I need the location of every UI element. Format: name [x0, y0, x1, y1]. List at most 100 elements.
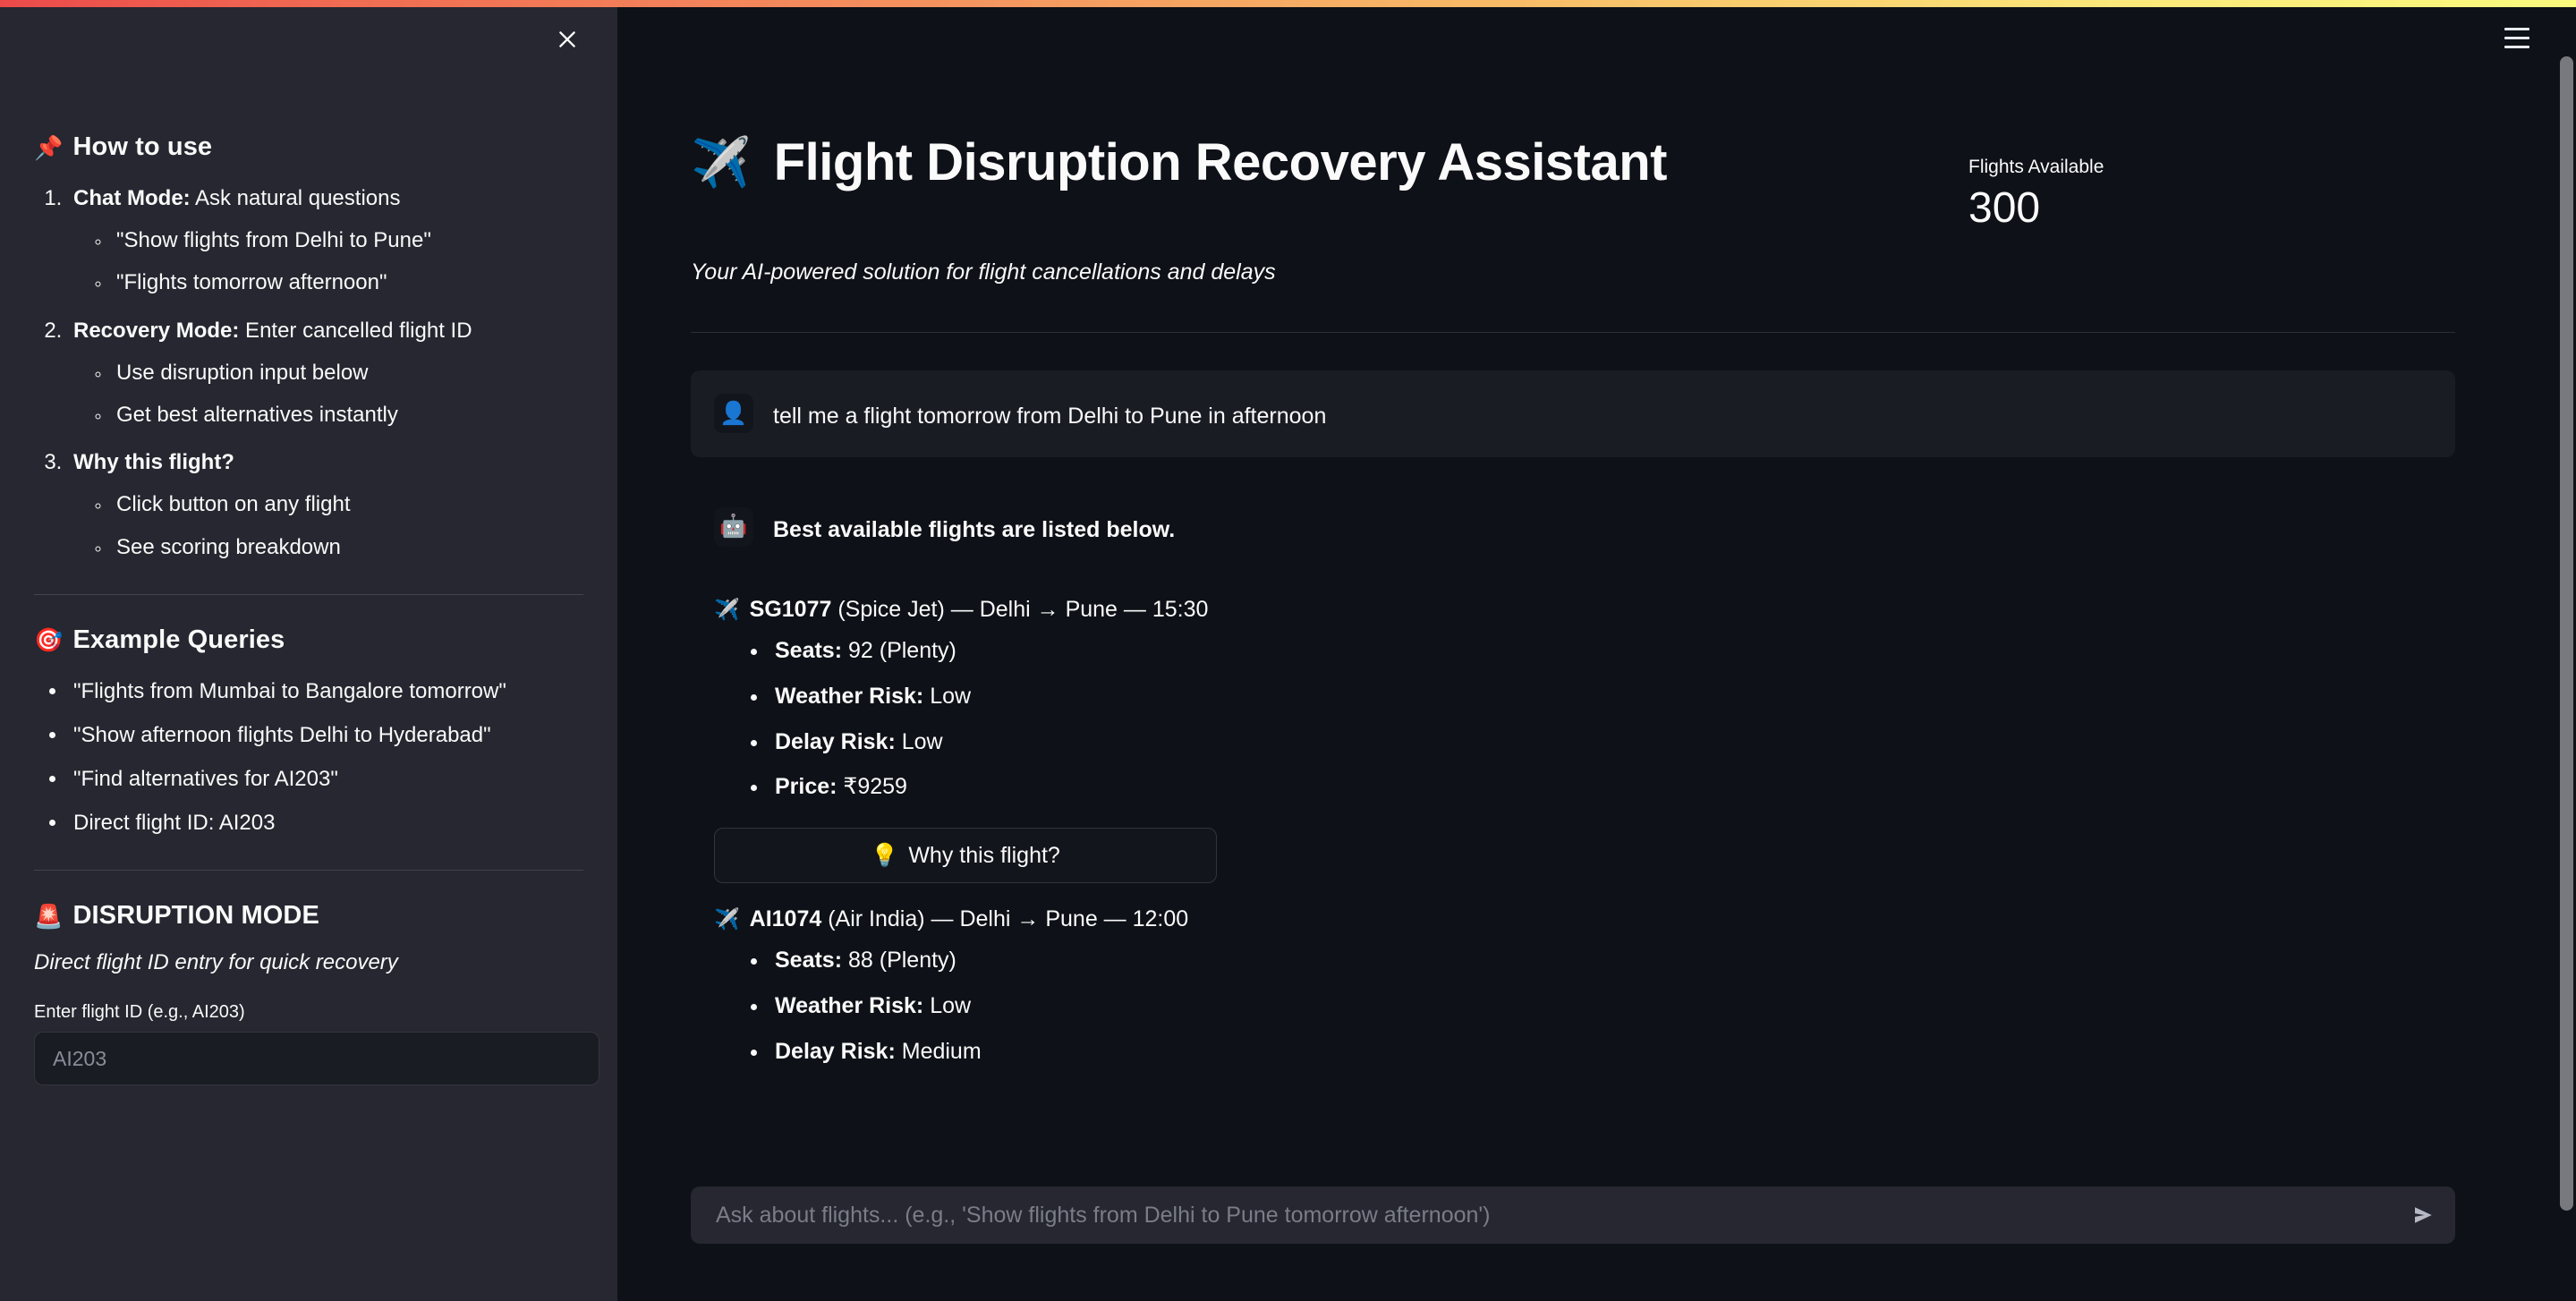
flight-fact: Price: ₹9259 — [769, 770, 2455, 804]
send-arrow-icon — [2415, 1207, 2432, 1223]
flight-id-input[interactable] — [34, 1032, 599, 1086]
fact-value: ₹9259 — [837, 774, 907, 800]
pin-icon: 📌 — [34, 133, 64, 161]
airplane-icon: ✈️ — [714, 598, 740, 621]
how-to-step: Why this flight? Click button on any fli… — [68, 446, 583, 564]
fact-value: 88 (Plenty) — [842, 948, 956, 973]
fact-label: Weather Risk: — [775, 992, 924, 1018]
main-scroll-area: ✈️ Flight Disruption Recovery Assistant … — [617, 0, 2543, 1301]
step-text: Ask natural questions — [190, 186, 401, 210]
accent-gradient-bar — [0, 0, 2576, 7]
how-to-substep: "Show flights from Delhi to Pune" — [111, 224, 583, 257]
flight-id-label: Enter flight ID (e.g., AI203) — [34, 1002, 245, 1023]
how-to-substep: See scoring breakdown — [111, 531, 583, 564]
how-to-substeps: "Show flights from Delhi to Pune" "Fligh… — [73, 224, 583, 299]
title-block: ✈️ Flight Disruption Recovery Assistant — [691, 134, 1917, 191]
hamburger-bar — [2504, 27, 2529, 30]
disruption-mode-subtitle: Direct flight ID entry for quick recover… — [34, 950, 398, 975]
chat-message-assistant: 🤖 Best available flights are listed belo… — [691, 484, 2455, 571]
why-this-flight-button[interactable]: 💡 Why this flight? — [714, 828, 1217, 883]
how-to-substep: Click button on any flight — [111, 488, 583, 521]
flight-route: (Air India) — Delhi → Pune — 12:00 — [828, 906, 1189, 931]
how-to-step: Recovery Mode: Enter cancelled flight ID… — [68, 314, 583, 432]
page-subtitle: Your AI-powered solution for flight canc… — [691, 259, 1276, 285]
why-this-flight-label: Why this flight? — [908, 842, 1060, 868]
metric-label: Flights Available — [1968, 157, 2104, 177]
input-fade-mask — [617, 1247, 2543, 1301]
metric-value: 300 — [1968, 184, 2041, 232]
flight-headline: ✈️ AI1074 (Air India) — Delhi → Pune — 1… — [714, 906, 2455, 932]
fact-value: Low — [923, 992, 972, 1018]
chat-message-text: tell me a flight tomorrow from Delhi to … — [773, 404, 1327, 429]
fact-value: Medium — [895, 1038, 982, 1064]
flight-fact: Delay Risk: Medium — [769, 1034, 2455, 1069]
lightbulb-icon: 💡 — [871, 842, 899, 868]
header-divider — [691, 332, 2455, 333]
flight-code: AI1074 — [749, 906, 822, 931]
flight-result: ✈️ SG1077 (Spice Jet) — Delhi → Pune — 1… — [691, 597, 2455, 883]
page-title: ✈️ Flight Disruption Recovery Assistant — [691, 134, 1917, 191]
send-button[interactable] — [2393, 1187, 2455, 1243]
hamburger-bar — [2504, 36, 2529, 39]
robot-avatar-icon: 🤖 — [714, 506, 753, 547]
disruption-mode-heading: 🚨 DISRUPTION MODE — [34, 901, 583, 931]
target-icon: 🎯 — [34, 626, 64, 654]
siren-icon: 🚨 — [34, 902, 64, 930]
flight-fact: Seats: 88 (Plenty) — [769, 943, 2455, 978]
flight-result: ✈️ AI1074 (Air India) — Delhi → Pune — 1… — [691, 906, 2455, 1068]
example-query-item: "Show afternoon flights Delhi to Hyderab… — [68, 719, 583, 752]
fact-label: Seats: — [775, 948, 843, 973]
page-title-text: Flight Disruption Recovery Assistant — [773, 133, 1668, 191]
sidebar-divider-2 — [34, 870, 583, 872]
how-to-substeps: Click button on any flight See scoring b… — [73, 488, 583, 563]
example-query-item: "Flights from Mumbai to Bangalore tomorr… — [68, 675, 583, 708]
chat-input-bar — [691, 1186, 2455, 1244]
how-to-substep: Use disruption input below — [111, 356, 583, 389]
chat-message-user: 👤 tell me a flight tomorrow from Delhi t… — [691, 370, 2455, 457]
sidebar-close-button[interactable] — [548, 20, 587, 59]
step-label: Why this flight? — [73, 450, 234, 475]
scrollbar-thumb[interactable] — [2560, 56, 2573, 1211]
flight-facts-list: Seats: 92 (Plenty) Weather Risk: Low Del… — [714, 633, 2455, 804]
step-text: Enter cancelled flight ID — [239, 318, 472, 343]
flight-fact: Seats: 92 (Plenty) — [769, 633, 2455, 668]
sidebar: 📌 How to use Chat Mode: Ask natural ques… — [0, 0, 617, 1301]
disruption-mode-title: DISRUPTION MODE — [72, 901, 319, 931]
example-query-item: Direct flight ID: AI203 — [68, 806, 583, 839]
how-to-use-heading: 📌 How to use — [34, 132, 583, 162]
flight-headline: ✈️ SG1077 (Spice Jet) — Delhi → Pune — 1… — [714, 597, 2455, 623]
hamburger-bar — [2504, 45, 2529, 48]
flight-route: (Spice Jet) — Delhi → Pune — 15:30 — [837, 597, 1209, 622]
how-to-use-list: Chat Mode: Ask natural questions "Show f… — [34, 182, 583, 564]
flight-fact: Weather Risk: Low — [769, 679, 2455, 714]
flights-available-metric: Flights Available 300 — [1968, 134, 2104, 230]
hamburger-menu-icon[interactable] — [2504, 20, 2540, 55]
how-to-substep: Get best alternatives instantly — [111, 398, 583, 431]
close-icon — [559, 31, 575, 47]
example-query-item: "Find alternatives for AI203" — [68, 762, 583, 795]
chat-input[interactable] — [691, 1187, 2393, 1243]
step-label: Recovery Mode: — [73, 318, 240, 343]
fact-label: Price: — [775, 774, 837, 800]
fact-label: Delay Risk: — [775, 1038, 896, 1064]
flight-fact: Weather Risk: Low — [769, 989, 2455, 1024]
flight-fact: Delay Risk: Low — [769, 725, 2455, 760]
page-header: ✈️ Flight Disruption Recovery Assistant … — [691, 134, 2455, 230]
fact-value: 92 (Plenty) — [842, 638, 956, 663]
fact-label: Seats: — [775, 638, 843, 663]
how-to-substep: "Flights tomorrow afternoon" — [111, 266, 583, 299]
flight-code: SG1077 — [749, 597, 832, 622]
how-to-substeps: Use disruption input below Get best alte… — [73, 356, 583, 431]
chat-message-text: Best available flights are listed below. — [773, 516, 1176, 542]
example-queries-heading: 🎯 Example Queries — [34, 625, 583, 655]
step-label: Chat Mode: — [73, 186, 191, 210]
fact-label: Weather Risk: — [775, 683, 924, 709]
airplane-icon: ✈️ — [714, 907, 740, 931]
example-queries-list: "Flights from Mumbai to Bangalore tomorr… — [34, 675, 583, 840]
fact-value: Low — [895, 728, 943, 754]
airplane-icon: ✈️ — [691, 135, 751, 190]
how-to-use-title: How to use — [72, 132, 213, 161]
flight-facts-list: Seats: 88 (Plenty) Weather Risk: Low Del… — [714, 943, 2455, 1068]
how-to-step: Chat Mode: Ask natural questions "Show f… — [68, 182, 583, 300]
